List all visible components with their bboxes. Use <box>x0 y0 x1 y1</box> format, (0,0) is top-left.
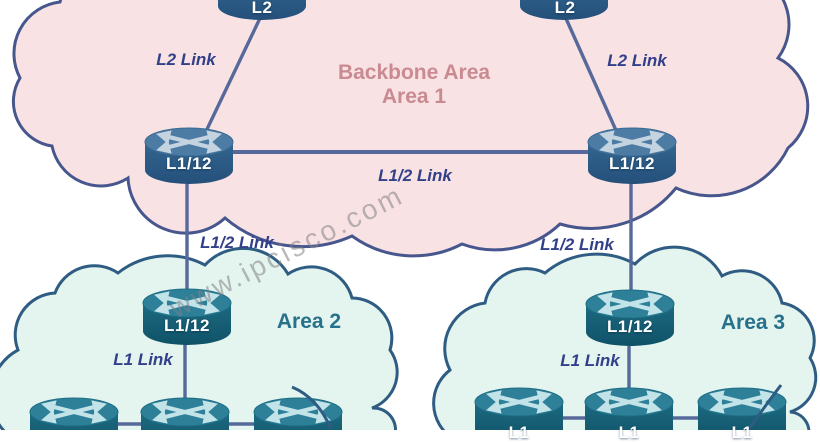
l1-link-right-label: L1 Link <box>560 351 620 370</box>
area2-cloud-edge-overlap <box>291 385 333 430</box>
l2-link-left-label: L2 Link <box>156 50 216 69</box>
backbone-area-title-line1: Backbone Area <box>337 61 491 84</box>
router-area2-bottom-1 <box>30 398 118 430</box>
l1-link-left-label: L1 Link <box>113 350 173 369</box>
l2-link-right-label: L2 Link <box>607 51 667 70</box>
backbone-area-cloud <box>11 0 810 258</box>
router-area3-bottom-2-label: L1 <box>618 423 640 442</box>
router-backbone-left-label: L1/12 <box>166 154 212 173</box>
backbone-area-title-line2: Area 1 <box>381 85 447 108</box>
router-backbone-right-label: L1/12 <box>609 154 655 173</box>
router-area2-bottom-2 <box>141 398 229 430</box>
l2-link-left-line <box>197 13 264 147</box>
router-area3-bottom-3-label: L1 <box>731 423 753 442</box>
router-l2-left-label: L2 <box>251 0 273 17</box>
router-area3-gateway-label: L1/12 <box>607 317 653 336</box>
backbone-area-title: Backbone Area Area 1 <box>338 61 490 109</box>
l12-link-right-label: L1/2 Link <box>540 235 614 254</box>
l2-link-right-line <box>562 13 625 147</box>
l12-link-left-label: L1/2 Link <box>200 233 274 252</box>
router-l2-right-label: L2 <box>554 0 576 17</box>
l12-link-center-label: L1/2 Link <box>378 166 452 185</box>
area3-title: Area 3 <box>720 311 786 334</box>
router-area3-bottom-1-label: L1 <box>508 423 530 442</box>
diagram-graphics <box>0 0 818 430</box>
area3-cloud-edge-overlap <box>747 384 783 430</box>
router-area2-gateway-label: L1/12 <box>164 316 210 335</box>
area2-title: Area 2 <box>276 310 342 333</box>
